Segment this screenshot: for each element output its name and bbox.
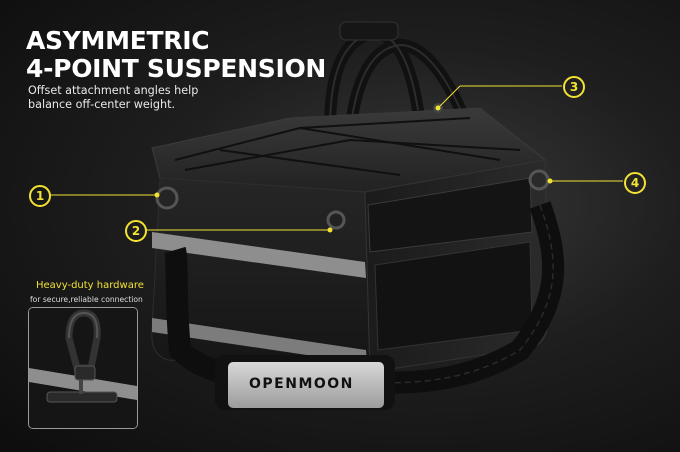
headline: ASYMMETRIC 4-POINT SUSPENSION: [26, 27, 326, 83]
hardware-subtitle: for secure,reliable connection: [30, 295, 143, 304]
callout-badge-4: 4: [624, 172, 646, 194]
callout-badge-2: 2: [125, 220, 147, 242]
headline-line-2: 4-POINT SUSPENSION: [26, 54, 327, 83]
headline-line-1: ASYMMETRIC: [26, 26, 210, 55]
callout-badge-1: 1: [29, 185, 51, 207]
callout-badge-3: 3: [563, 76, 585, 98]
reflective-strip-upper: [152, 232, 366, 278]
brand-logo: OPENMOON: [249, 376, 354, 392]
subtitle-line-2: balance off-center weight.: [28, 98, 176, 111]
hardware-title: Heavy-duty hardware: [36, 280, 144, 291]
subtitle: Offset attachment angles help balance of…: [28, 84, 238, 112]
hardware-closeup-inset: [28, 307, 138, 429]
reflective-strip-lower: [152, 318, 367, 364]
carabiner-closeup: [29, 308, 137, 428]
subtitle-line-1: Offset attachment angles help: [28, 84, 199, 97]
